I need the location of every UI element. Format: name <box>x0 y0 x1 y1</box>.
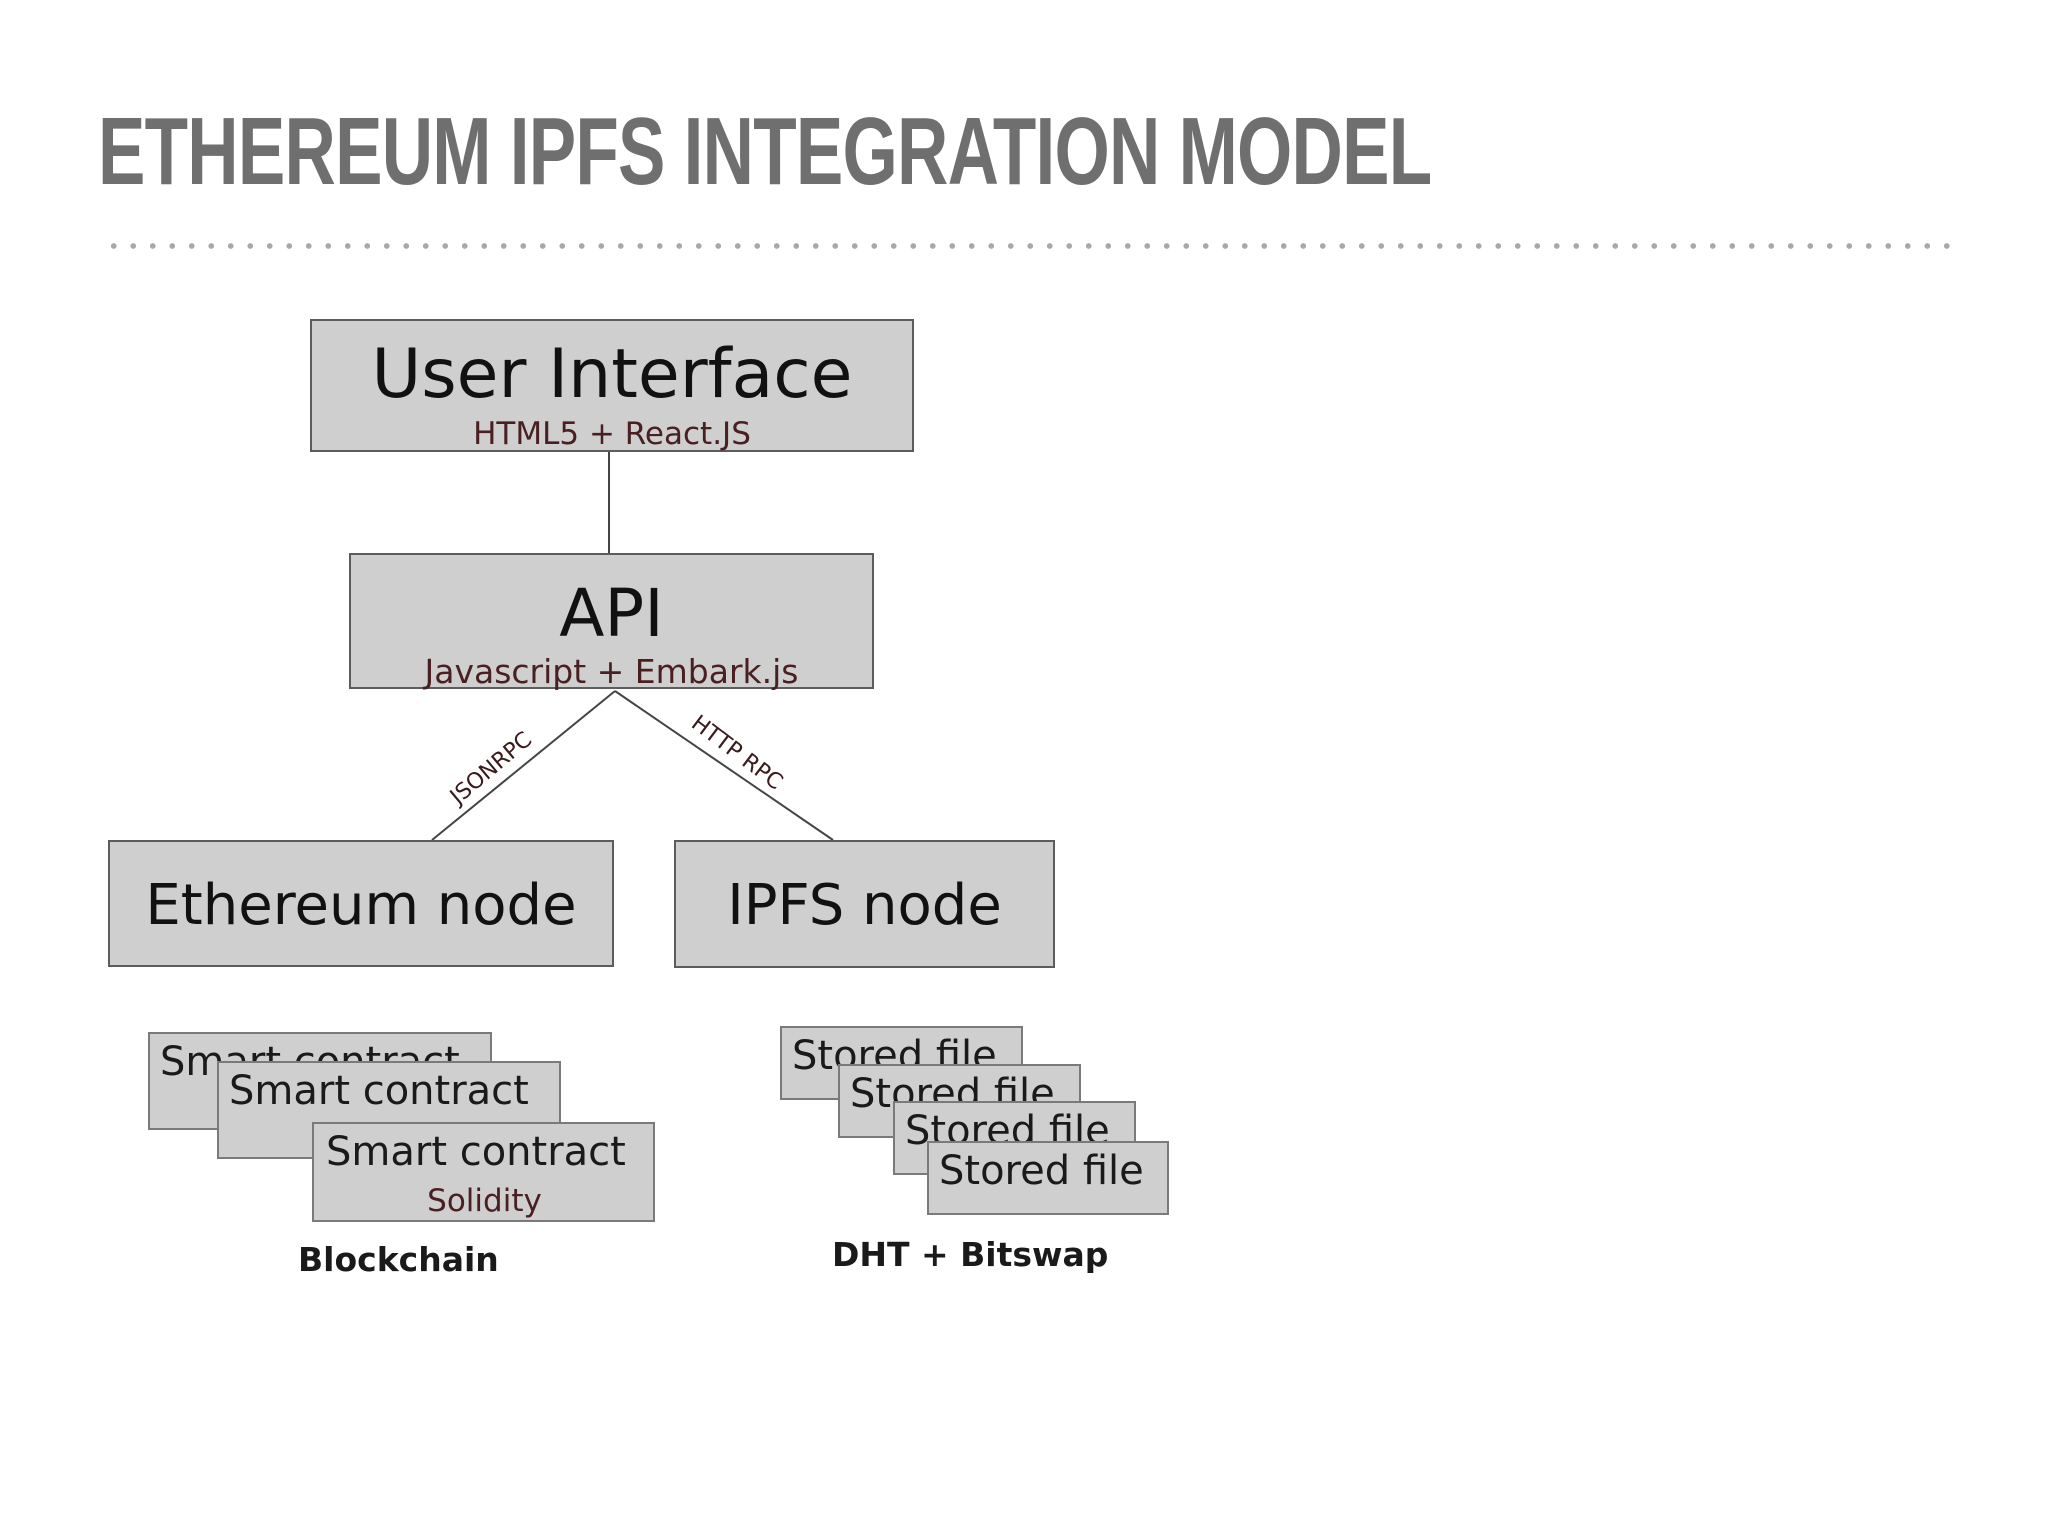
ipfs-node-box: IPFS node <box>674 840 1055 968</box>
httprpc-label: HTTP RPC <box>686 711 787 795</box>
api-label: API <box>559 575 664 652</box>
api-tech: Javascript + Embark.js <box>424 652 799 691</box>
blockchain-caption: Blockchain <box>298 1240 499 1279</box>
jsonrpc-connector <box>431 690 616 841</box>
ethereum-node-box: Ethereum node <box>108 840 614 967</box>
ipfs-node-label: IPFS node <box>727 873 1002 938</box>
smart-contract-label: Smart contract <box>326 1129 626 1175</box>
solidity-label: Solidity <box>427 1183 542 1219</box>
ethereum-node-label: Ethereum node <box>145 873 577 938</box>
dht-bitswap-caption: DHT + Bitswap <box>832 1235 1109 1274</box>
user-interface-label: User Interface <box>371 335 853 414</box>
api-box: API Javascript + Embark.js <box>349 553 874 689</box>
smart-contract-box: Smart contract Solidity <box>312 1122 655 1222</box>
httprpc-connector <box>614 690 834 841</box>
slide-title: ETHEREUM IPFS INTEGRATION MODEL <box>98 98 1432 205</box>
dotted-divider <box>104 242 1962 250</box>
smart-contract-label: Smart contract <box>229 1068 529 1114</box>
jsonrpc-label: JSONRPC <box>444 727 537 811</box>
stored-file-box: Stored file <box>927 1141 1169 1215</box>
user-interface-box: User Interface HTML5 + React.JS <box>310 319 914 452</box>
stored-file-label: Stored file <box>939 1148 1144 1194</box>
user-interface-tech: HTML5 + React.JS <box>473 416 751 452</box>
